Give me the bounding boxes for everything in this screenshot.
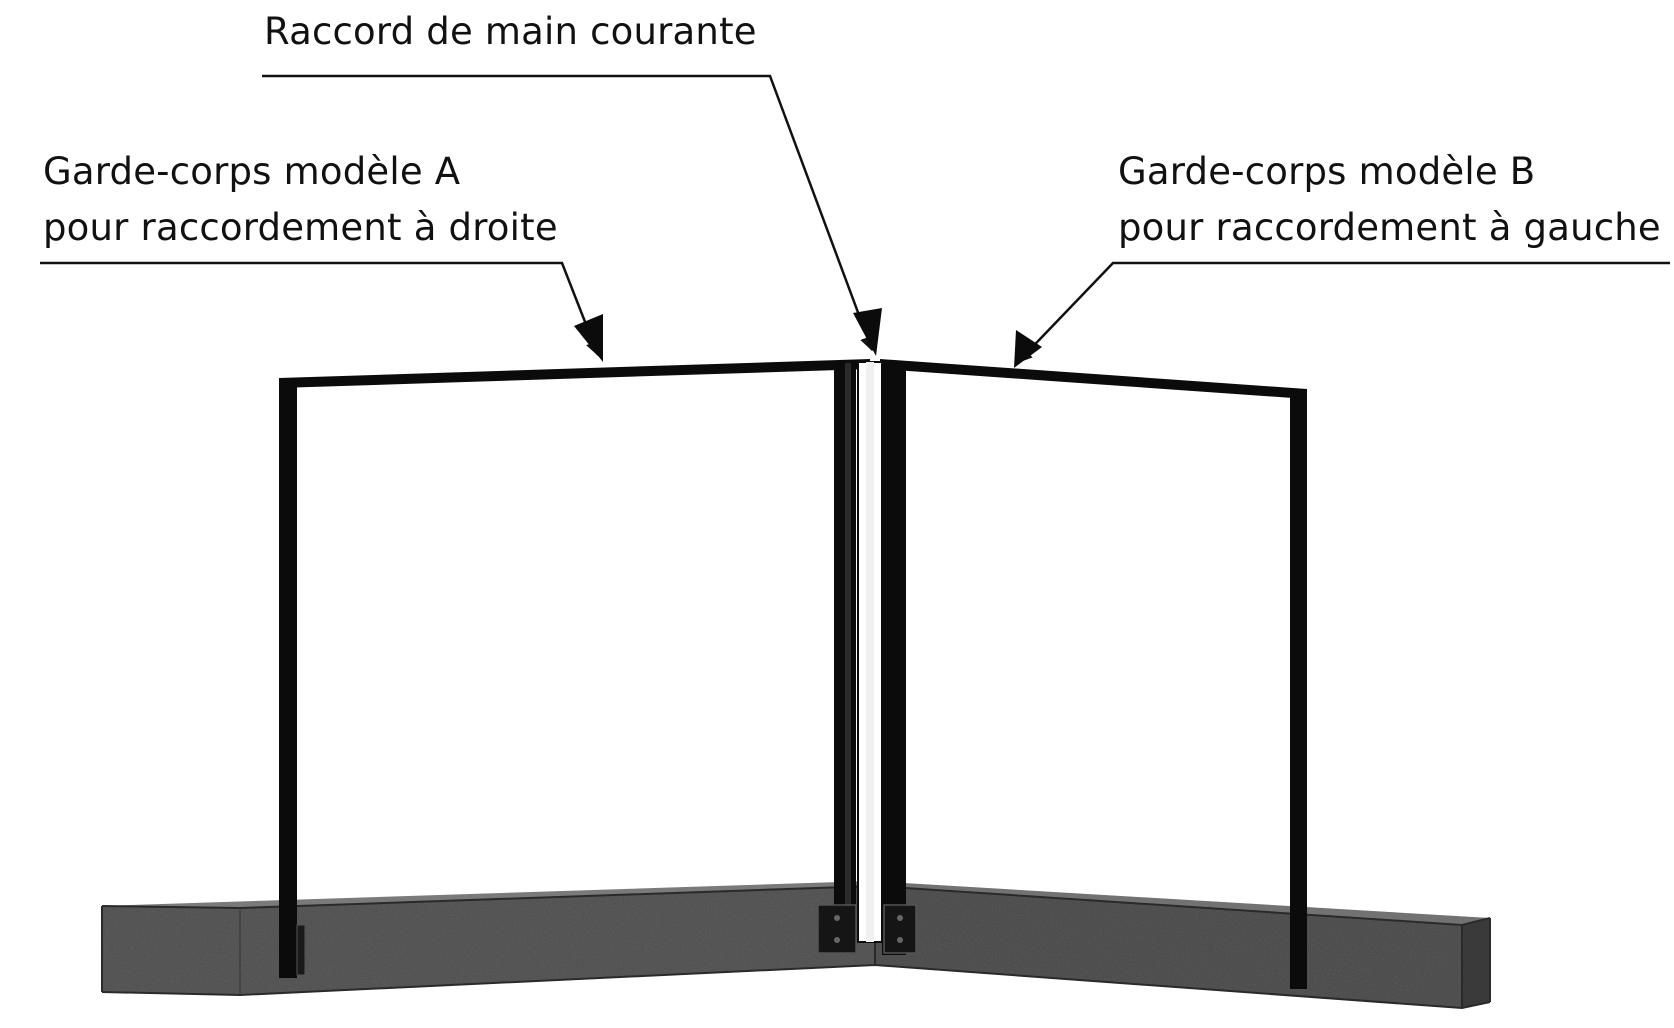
guardrail-model-a: [279, 359, 870, 978]
label-model-a-line1: Garde-corps modèle A: [43, 150, 461, 193]
concrete-base: [101, 881, 1491, 1010]
label-model-b-line1: Garde-corps modèle B: [1118, 150, 1536, 193]
handrail-connector: [857, 361, 883, 943]
label-model-a-line2: pour raccordement à droite: [43, 206, 558, 249]
label-raccord: Raccord de main courante: [264, 10, 757, 53]
arrowheads: [574, 308, 1042, 368]
guardrail-model-b: [880, 359, 1307, 989]
label-model-b-line2: pour raccordement à gauche: [1118, 206, 1661, 249]
